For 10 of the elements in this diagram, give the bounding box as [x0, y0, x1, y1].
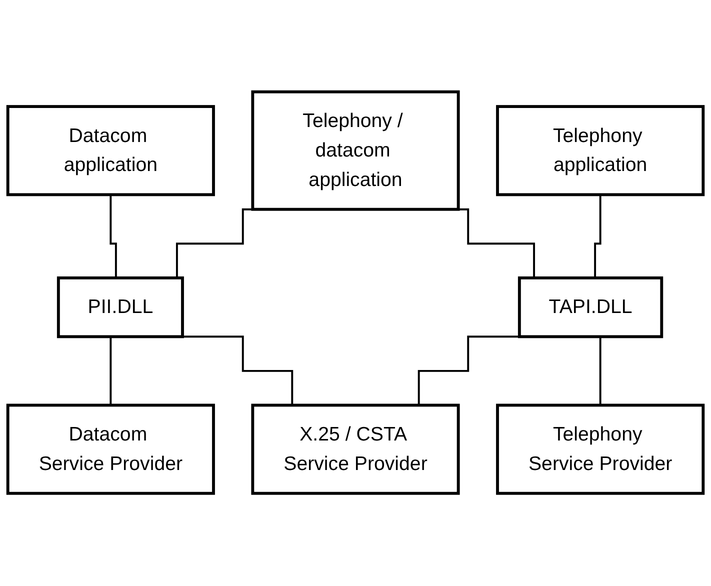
node-box: Telephony application: [496, 105, 705, 197]
connector: [110, 194, 117, 278]
node-box: X.25 / CSTA Service Provider: [251, 404, 460, 496]
connector: [594, 194, 602, 278]
node-box: TAPI.DLL: [518, 276, 664, 339]
node-box: Telephony Service Provider: [496, 404, 705, 496]
node-box: PII.DLL: [56, 276, 184, 339]
node-box: Telephony / datacom application: [251, 90, 460, 212]
node-box: Datacom application: [6, 105, 215, 197]
node-box: Datacom Service Provider: [6, 404, 215, 496]
